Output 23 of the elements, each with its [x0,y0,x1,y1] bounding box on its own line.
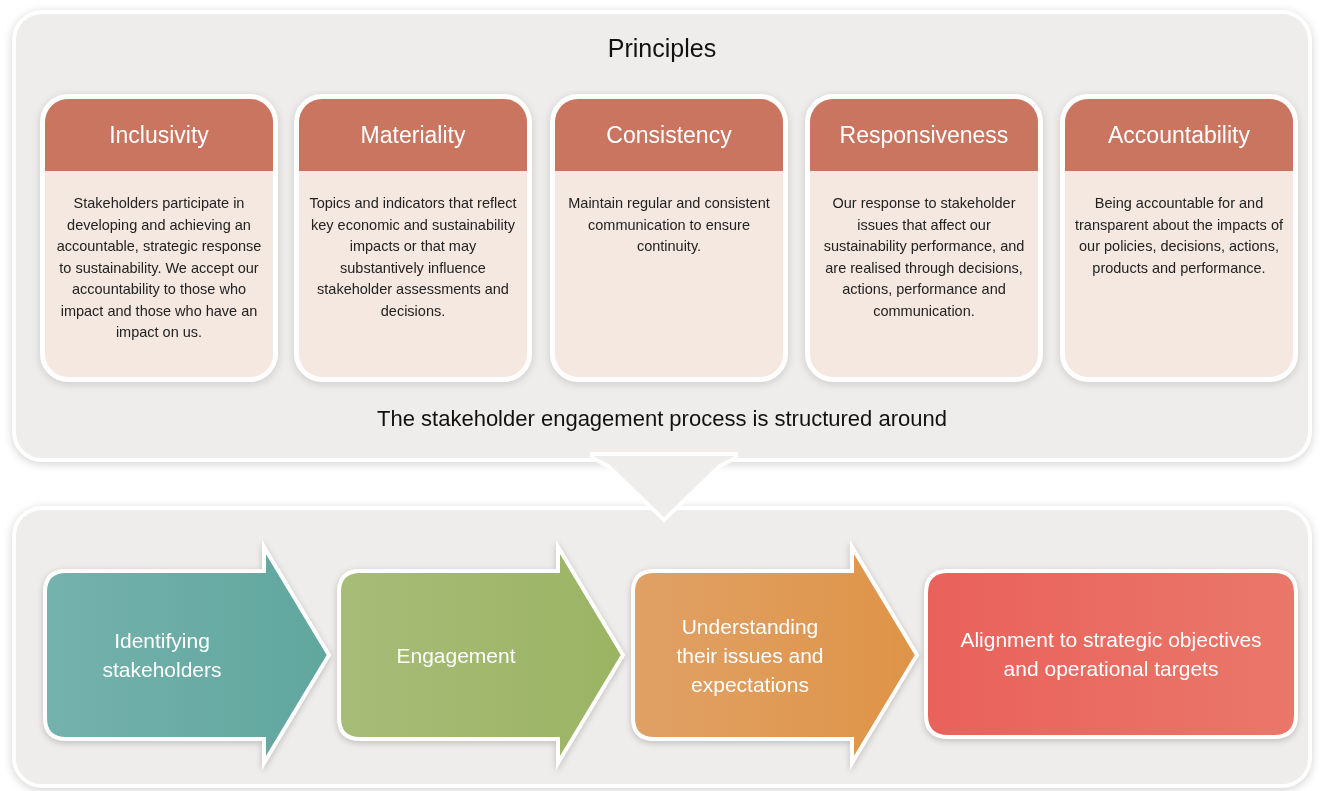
principle-card [550,94,788,382]
step-label: Alignment to strategic objectives and operational targets [959,627,1263,682]
panel-caption: The stakeholder engagement process is structured around [376,406,948,432]
card-title: Responsiveness [839,121,1009,149]
card-title: Accountability [1108,121,1250,149]
principle-card [294,94,532,382]
card-text: Being accountable for and transparent about the impacts of our policies, decisions, actions, products and performance. [1075,194,1283,278]
card-title: Materiality [360,121,466,149]
card-title: Inclusivity [109,121,209,149]
card-text: Our response to stakeholder issues that affect our sustainability performance, and are realised through decisions, actions, performance and communication. [822,194,1026,321]
card-title: Consistency [606,121,732,149]
card-text: Maintain regular and consistent communication to ensure continuity. [567,194,771,256]
principle-card [40,94,278,382]
step-label: Identifying stakeholders [101,628,223,683]
panel-heading: Principles [606,34,718,63]
step-label: Understanding their issues and expectations [675,613,825,698]
chevron-arrow [590,452,738,523]
principle-card [1060,94,1298,382]
card-text: Stakeholders participate in developing and achieving an accountable, strategic response to sustainability. We accept our accountability to those who impact and those who have an impact on us. [55,194,263,342]
process-box [924,569,1298,739]
card-text: Topics and indicators that reflect key economic and sustainability impacts or that may substantively influence stakeholder assessments and decisions. [309,194,517,321]
principle-card [805,94,1043,382]
step-label: Engagement [395,642,517,669]
